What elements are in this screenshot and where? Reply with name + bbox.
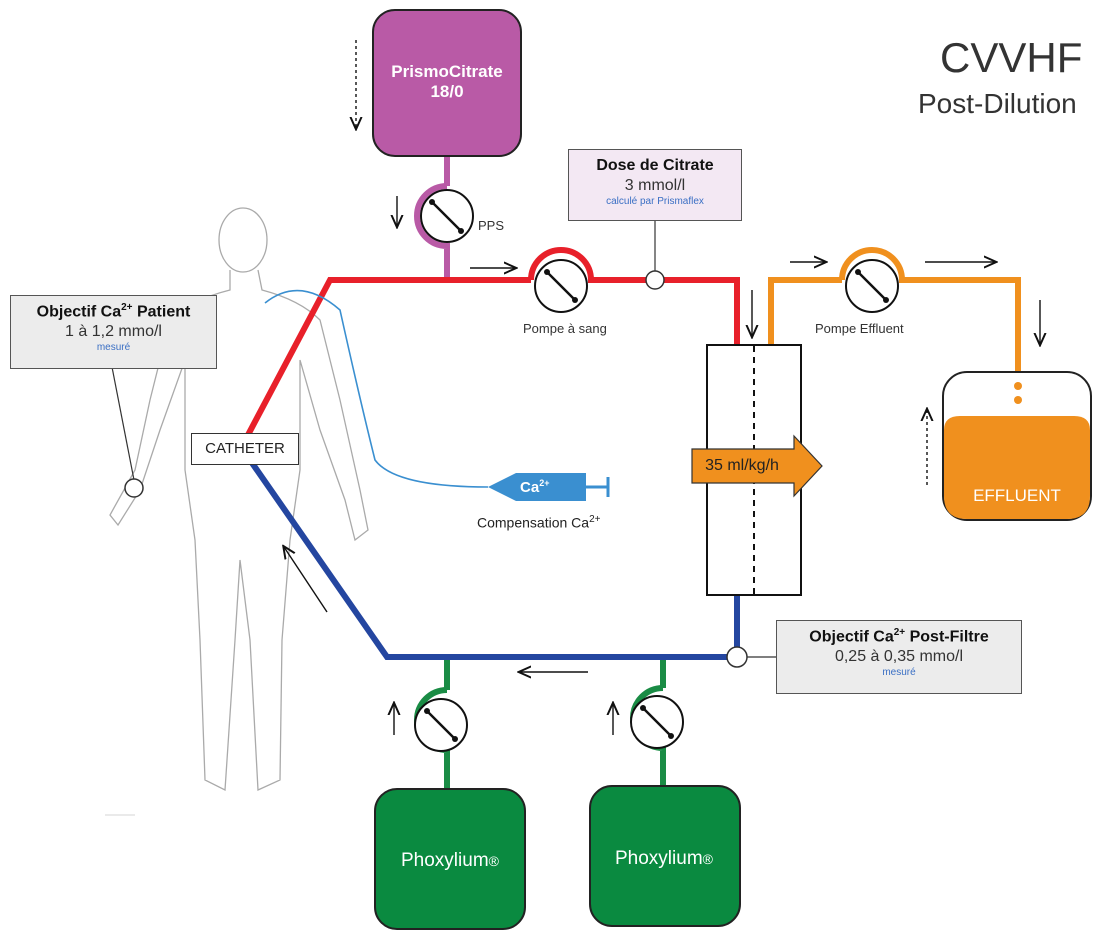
effluent-pump — [845, 259, 899, 313]
pps-pump — [420, 189, 474, 243]
replacement-bag-2-label: Phoxylium® — [615, 848, 713, 869]
replacement-bag-2 — [589, 785, 741, 927]
citrate-dose-title: Dose de Citrate — [596, 157, 714, 174]
flow-arrows — [284, 40, 1040, 735]
patient-target-title: Objectif Ca2+ Patient — [36, 302, 191, 321]
effluent-pump-label: Pompe Effluent — [815, 321, 904, 336]
citrate-sensor — [645, 270, 665, 290]
calcium-syringe — [488, 473, 610, 501]
postfilter-target-note: mesuré — [882, 667, 916, 679]
effluent-bag-label: EFFLUENT — [973, 486, 1061, 505]
patient-target-value: 1 à 1,2 mmo/l — [65, 323, 162, 341]
calcium-line — [264, 289, 489, 488]
citrate-bag — [372, 9, 522, 157]
citrate-dose-note: calculé par Prismaflex — [606, 196, 704, 207]
replacement-bag-1-label: Phoxylium® — [401, 850, 499, 871]
diagram-title: CVVHF — [940, 34, 1083, 81]
postfilter-target-value: 0,25 à 0,35 mmo/l — [834, 648, 964, 666]
citrate-dose-value: 3 mmol/l — [624, 177, 686, 194]
pps-label: PPS — [478, 218, 505, 233]
sensor-connectors — [111, 219, 776, 658]
catheter-label: CATHETER — [191, 433, 299, 465]
citrate-line — [414, 155, 450, 280]
citrate-dose-box: Dose de Citrate 3 mmol/l calculé par Pri… — [568, 149, 742, 221]
postfilter-sensor — [726, 646, 748, 668]
venous-line — [247, 458, 740, 660]
citrate-bag-concentration: 18/0 — [430, 82, 464, 101]
diagram-subtitle: Post-Dilution — [918, 88, 1077, 119]
citrate-bag-name: PrismoCitrate — [391, 62, 503, 81]
ultrafiltration-rate: 35 ml/kg/h — [705, 457, 779, 474]
patient-calcium-target-box: Objectif Ca2+ Patient 1 à 1,2 mmo/l mesu… — [10, 295, 217, 369]
patient-sensor — [124, 478, 144, 498]
effluent-bag — [942, 371, 1092, 521]
effluent-line — [768, 247, 1021, 372]
calcium-compensation-label: Compensation Ca2+ — [477, 514, 601, 531]
hemofilter — [691, 344, 823, 596]
blood-pump-label: Pompe à sang — [523, 321, 607, 336]
postfilter-target-title: Objectif Ca2+ Post-Filtre — [809, 627, 989, 646]
patient-target-note: mesuré — [96, 342, 131, 354]
arterial-line — [237, 247, 740, 452]
blood-pump — [534, 259, 588, 313]
replacement-pump-1 — [414, 698, 468, 752]
postfilter-calcium-target-box: Objectif Ca2+ Post-Filtre 0,25 à 0,35 mm… — [776, 620, 1022, 694]
replacement-bag-1 — [374, 788, 526, 930]
calcium-syringe-label: Ca2+ — [520, 478, 550, 496]
replacement-pump-2 — [630, 695, 684, 749]
